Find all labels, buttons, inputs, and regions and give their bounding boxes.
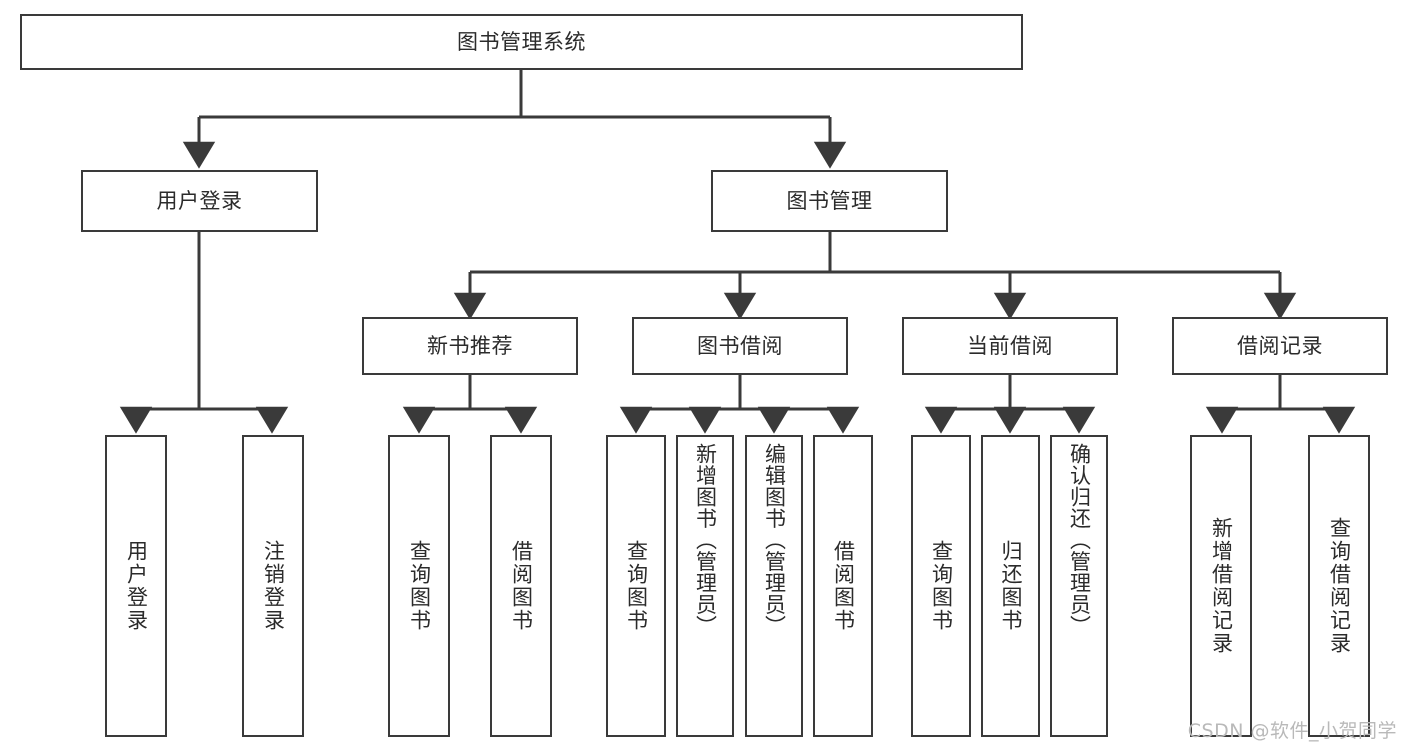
node-label: 查询图书 bbox=[929, 540, 954, 632]
node-current-borrow[interactable]: 当前借阅 bbox=[902, 317, 1118, 375]
leaf-add-borrow-record[interactable]: 新增借阅记录 bbox=[1190, 435, 1252, 737]
node-label: 图书管理 bbox=[786, 188, 873, 213]
leaf-add-book-admin[interactable]: 新增图书（管理员） bbox=[676, 435, 734, 737]
node-label: 归还图书 bbox=[999, 540, 1023, 632]
node-label: 用户登录 bbox=[124, 540, 149, 632]
node-label: 注销登录 bbox=[261, 540, 286, 632]
node-label: 图书借阅 bbox=[697, 333, 783, 358]
leaf-borrow-book-borrow[interactable]: 借阅图书 bbox=[813, 435, 873, 737]
leaf-edit-book-admin[interactable]: 编辑图书（管理员） bbox=[745, 435, 803, 737]
leaf-borrow-book-newbook[interactable]: 借阅图书 bbox=[490, 435, 552, 737]
node-book-management[interactable]: 图书管理 bbox=[711, 170, 948, 232]
node-book-borrow[interactable]: 图书借阅 bbox=[632, 317, 848, 375]
node-label: 借阅图书 bbox=[831, 540, 856, 632]
leaf-query-book-current[interactable]: 查询图书 bbox=[911, 435, 971, 737]
node-label: 查询图书 bbox=[407, 540, 432, 632]
node-label: 当前借阅 bbox=[967, 333, 1053, 358]
leaf-query-book-newbook[interactable]: 查询图书 bbox=[388, 435, 450, 737]
leaf-user-login[interactable]: 用户登录 bbox=[105, 435, 167, 737]
node-label: 编辑图书（管理员） bbox=[762, 443, 787, 637]
node-label: 查询图书 bbox=[624, 540, 649, 632]
node-borrow-record[interactable]: 借阅记录 bbox=[1172, 317, 1388, 375]
node-label: 借阅图书 bbox=[509, 540, 534, 632]
node-label: 图书管理系统 bbox=[457, 29, 586, 54]
node-root-book-management-system[interactable]: 图书管理系统 bbox=[20, 14, 1023, 70]
node-label: 查询借阅记录 bbox=[1327, 517, 1352, 655]
leaf-confirm-return-admin[interactable]: 确认归还（管理员） bbox=[1050, 435, 1108, 737]
node-user-login[interactable]: 用户登录 bbox=[81, 170, 318, 232]
node-label: 新书推荐 bbox=[427, 333, 513, 358]
csdn-watermark: CSDN @软件_小贺同学 bbox=[1187, 720, 1397, 742]
node-label: 用户登录 bbox=[156, 188, 243, 213]
node-label: 新增借阅记录 bbox=[1209, 517, 1234, 655]
leaf-logout-login[interactable]: 注销登录 bbox=[242, 435, 304, 737]
node-label: 新增图书（管理员） bbox=[693, 443, 718, 637]
node-label: 确认归还（管理员） bbox=[1067, 443, 1092, 637]
node-new-book-recommendation[interactable]: 新书推荐 bbox=[362, 317, 578, 375]
leaf-query-book-borrow[interactable]: 查询图书 bbox=[606, 435, 666, 737]
leaf-return-book[interactable]: 归还图书 bbox=[981, 435, 1040, 737]
node-label: 借阅记录 bbox=[1237, 333, 1323, 358]
leaf-query-borrow-record[interactable]: 查询借阅记录 bbox=[1308, 435, 1370, 737]
